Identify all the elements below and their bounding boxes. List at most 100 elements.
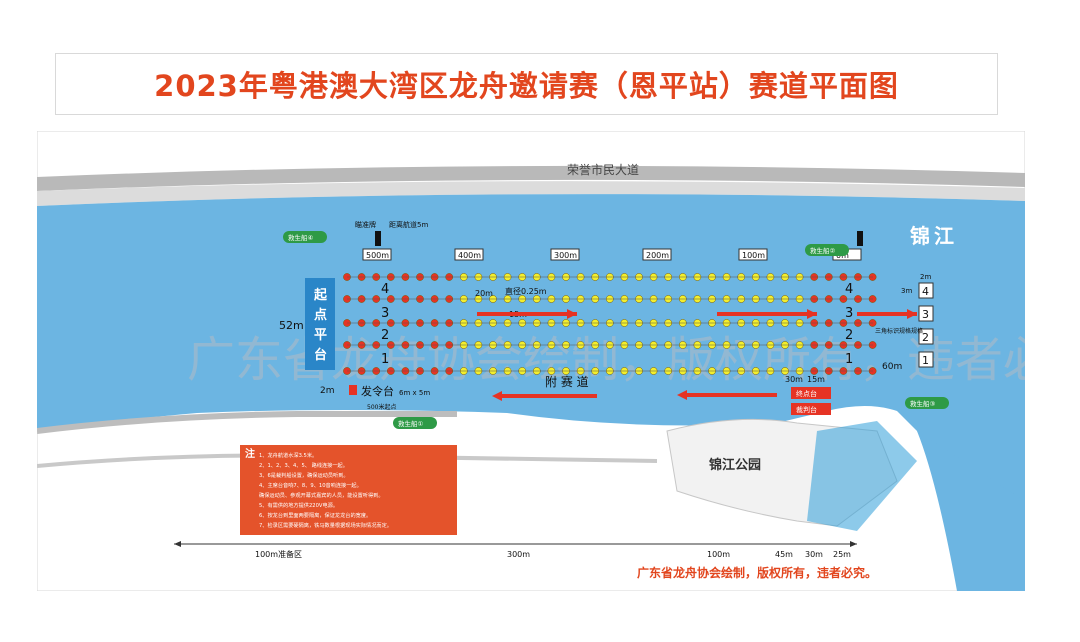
note-item: 5、有需供的地方提供220V电源。 <box>259 501 338 509</box>
lane-number-start: 1 <box>381 352 389 367</box>
distance-marker-box <box>550 248 580 261</box>
launch-icon <box>349 385 357 395</box>
copyright: 广东省龙舟协会绘制，版权所有，违者必究。 <box>637 565 877 580</box>
start-platform-char: 台 <box>314 347 327 363</box>
aim-marker-note: 距离航道5m <box>389 220 428 229</box>
judge-platform-label: 裁判台 <box>796 405 817 414</box>
aux-lane-label: 附 赛 道 <box>545 374 589 389</box>
lane-number-finish: 4 <box>845 282 853 297</box>
page-title: 2023年粤港澳大湾区龙舟邀请赛（恩平站）赛道平面图 <box>154 69 899 103</box>
scale-label: 300m <box>507 550 530 559</box>
pier <box>807 421 917 531</box>
rescue-boat-label: 救生船③ <box>910 399 936 408</box>
finish-platform <box>791 387 831 399</box>
scale-label: 45m <box>775 550 793 559</box>
road <box>37 165 1025 191</box>
course-buoys <box>343 273 877 375</box>
lane-number-finish: 2 <box>845 328 853 343</box>
notes-panel <box>240 445 457 535</box>
aim-marker-label: 瞄准牌 <box>355 220 376 229</box>
distance-marker-box <box>642 248 672 261</box>
note-item: 7、检录区需要硬隔离，铁马数量根据现场实际情况而定。 <box>259 521 392 529</box>
notes-prefix: 注 <box>245 447 255 460</box>
scale-labels: 100m准备区 300m 100m 45m 30m 25m <box>255 549 851 559</box>
river-bank-bottom <box>36 411 457 434</box>
scale-label: 25m <box>833 550 851 559</box>
finish-boxes: 4 3 2 1 <box>918 282 934 368</box>
arrow-head-3 <box>907 309 917 319</box>
scale-label: 30m <box>805 550 823 559</box>
finish-box <box>918 282 934 299</box>
distance-marker-label: 300m <box>554 251 577 260</box>
lane-spacing: 20m <box>475 289 493 298</box>
rescue-boat <box>905 397 949 409</box>
start-platform-char: 点 <box>314 307 327 323</box>
distance-marker-box <box>362 248 392 261</box>
arrow-return-head <box>492 391 502 401</box>
scale-label: 100m准备区 <box>255 549 302 559</box>
aim-marker-finish <box>857 231 863 246</box>
start-platform-depth: 2m <box>320 386 335 396</box>
start-platform-width: 52m <box>279 319 304 332</box>
distance-marker-box <box>738 248 768 261</box>
notes-list: 1、龙舟航道水深3.5米。2、1、2、3、4、5、 路线连接一起。3、6是裁判船… <box>259 451 392 529</box>
note-item: 1、龙舟航道水深3.5米。 <box>259 451 317 459</box>
finish-side-dim: 3m <box>901 287 912 295</box>
finish-width: 60m <box>882 362 902 372</box>
note-item: 6、按龙台到里面两要隔离，保证龙龙台的宽度。 <box>259 511 371 519</box>
distance-marker-box <box>454 248 484 261</box>
title-box: 2023年粤港澳大湾区龙舟邀请赛（恩平站）赛道平面图 <box>55 53 998 115</box>
start-platform-char: 起 <box>313 287 328 303</box>
river <box>37 194 1025 503</box>
finish-platform-label: 终点台 <box>796 389 817 398</box>
launch-platform: 发令台 <box>361 384 394 398</box>
start-platform <box>305 278 335 370</box>
rescue-boat-label: 救生船① <box>398 419 424 428</box>
finish-box-number: 2 <box>922 331 929 344</box>
finish-gap-b: 15m <box>807 375 825 384</box>
rescue-boat-label: 救生船④ <box>288 233 314 242</box>
finish-box-number: 1 <box>922 354 929 367</box>
lane-number-start: 4 <box>381 282 389 297</box>
buoy-diameter: 直径0.25m <box>505 286 547 296</box>
river-label: 锦江 <box>910 224 958 248</box>
distance-marker-label: 400m <box>458 251 481 260</box>
note-item: 2、1、2、3、4、5、 路线连接一起。 <box>259 461 348 469</box>
scale-arrow-right <box>850 541 857 547</box>
finish-box <box>918 328 934 345</box>
river-channel <box>917 431 1025 591</box>
rescue-boat <box>805 244 849 256</box>
distance-marker-label: 500m <box>366 251 389 260</box>
lane-number-start: 3 <box>381 306 389 321</box>
finish-box <box>918 351 934 368</box>
scale-arrow-left <box>174 541 181 547</box>
finish-gap-a: 30m <box>785 375 803 384</box>
arrow-return-head-2 <box>677 390 687 400</box>
river-bank-top <box>37 181 1025 206</box>
judge-platform <box>791 403 831 415</box>
launch-note: 500米起点 <box>367 403 396 411</box>
arrow-head <box>567 309 577 319</box>
rescue-boat <box>393 417 437 429</box>
finish-top-dim: 2m <box>920 273 931 281</box>
course-map-svg: 荣誉市民大道 锦江公园 锦江 广东省龙舟协会绘制，版权所有，违者必究。 起点平台… <box>36 130 1080 592</box>
park-label: 锦江公园 <box>709 457 761 473</box>
lane-number-finish: 1 <box>845 352 853 367</box>
start-platform-char: 平 <box>314 328 327 343</box>
aim-marker-start <box>375 231 381 246</box>
finish-box-number: 3 <box>922 308 929 321</box>
direction-arrows <box>477 309 917 401</box>
lane-number-start: 2 <box>381 328 389 343</box>
scale-label: 100m <box>707 550 730 559</box>
finish-box-number: 4 <box>922 285 929 298</box>
launch-size: 6m x 5m <box>399 389 430 397</box>
course-map: 荣誉市民大道 锦江公园 锦江 广东省龙舟协会绘制，版权所有，违者必究。 起点平台… <box>36 130 1080 592</box>
note-item: 确保运动员、参观开幕式嘉宾的人员，能设置听得到。 <box>259 491 384 499</box>
distance-marker-label: 200m <box>646 251 669 260</box>
finish-box <box>918 305 934 322</box>
bottom-scale <box>174 541 857 547</box>
arrow-head-2 <box>807 309 817 319</box>
